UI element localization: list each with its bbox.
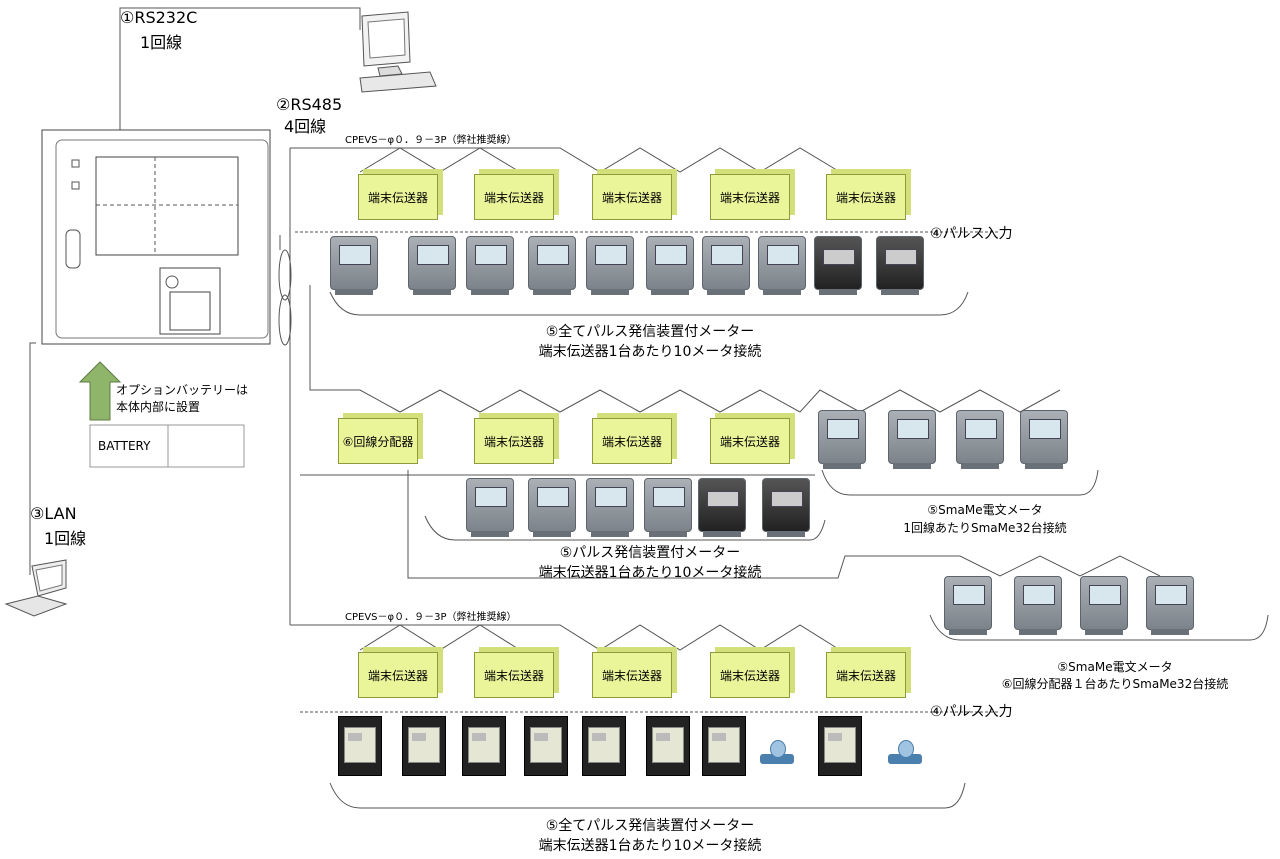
cable-label-bottom: CPEVS－φ０．９－3P（弊社推奨線）: [345, 612, 517, 623]
pulse-meter: [758, 236, 806, 295]
rs485-lines-label: 4回線: [284, 117, 327, 136]
rs485-label: ②RS485: [276, 95, 343, 114]
smame-meter: [888, 410, 936, 469]
water-meter-icon: [888, 740, 922, 774]
terminal-transmitter: 端末伝送器: [826, 652, 906, 698]
pulse-breaker-meter: [646, 716, 690, 776]
smame1-note-2: 1回線あたりSmaMe32台接続: [903, 521, 1067, 535]
lan-label: ③LAN: [30, 504, 77, 523]
pulse-meter: [586, 236, 634, 295]
pulse-meter-dark: [762, 478, 810, 537]
terminal-transmitter: 端末伝送器: [474, 418, 554, 464]
pulse-meter: [702, 236, 750, 295]
up-arrow-icon: [78, 361, 122, 421]
terminal-transmitter: 端末伝送器: [474, 174, 554, 220]
pulse-breaker-meter: [582, 716, 626, 776]
pulse-breaker-meter: [524, 716, 568, 776]
pulse-breaker-meter: [702, 716, 746, 776]
terminal-transmitter: 端末伝送器: [826, 174, 906, 220]
row1-note-1: ⑤全てパルス発信装置付メーター: [545, 324, 755, 340]
row3-note-2: 端末伝送器1台あたり10メータ接続: [538, 838, 762, 854]
monitor-icon: [359, 11, 437, 93]
pulse-input-label-top: ④パルス入力: [930, 226, 1013, 242]
row2-note-2: 端末伝送器1台あたり10メータ接続: [538, 565, 762, 581]
terminal-transmitter: 端末伝送器: [592, 652, 672, 698]
smame2-note-1: ⑤SmaMe電文メータ: [1057, 660, 1173, 674]
pulse-meter: [646, 236, 694, 295]
smame-meter: [1146, 576, 1194, 635]
smame-meter: [1014, 576, 1062, 635]
row1-note-2: 端末伝送器1台あたり10メータ接続: [538, 344, 762, 360]
smame-meter: [944, 576, 992, 635]
smame1-note-1: ⑤SmaMe電文メータ: [927, 503, 1043, 517]
terminal-transmitter: 端末伝送器: [710, 418, 790, 464]
pulse-breaker-meter: [338, 716, 382, 776]
pulse-meter-dark: [698, 478, 746, 537]
battery-note-1: オプションバッテリーは: [116, 383, 249, 397]
pulse-meter: [528, 478, 576, 537]
pulse-meter-dark: [814, 236, 862, 295]
smame-meter: [818, 410, 866, 469]
pulse-meter-dark: [876, 236, 924, 295]
terminal-transmitter: 端末伝送器: [358, 174, 438, 220]
pulse-breaker-meter: [462, 716, 506, 776]
pulse-breaker-meter: [402, 716, 446, 776]
pulse-breaker-meter: [818, 716, 862, 776]
smame-meter: [1020, 410, 1068, 469]
terminal-transmitter: 端末伝送器: [710, 174, 790, 220]
row3-note-1: ⑤全てパルス発信装置付メーター: [545, 818, 755, 834]
rs232c-label: ①RS232C: [120, 8, 198, 27]
battery-label: BATTERY: [98, 439, 151, 453]
terminal-transmitter: 端末伝送器: [710, 652, 790, 698]
row2-note-1: ⑤パルス発信装置付メーター: [559, 545, 741, 561]
smame-meter: [1080, 576, 1128, 635]
pulse-meter: [408, 236, 456, 295]
water-meter-icon: [760, 740, 794, 774]
terminal-transmitter: 端末伝送器: [592, 418, 672, 464]
battery-note-2: 本体内部に設置: [116, 400, 201, 414]
lan-lines-label: 1回線: [44, 529, 87, 548]
cable-label-top: CPEVS－φ０．９－3P（弊社推奨線）: [345, 135, 517, 146]
pulse-meter: [586, 478, 634, 537]
pulse-meter: [330, 236, 378, 295]
rs232c-lines-label: 1回線: [140, 33, 183, 52]
terminal-transmitter: 端末伝送器: [358, 652, 438, 698]
pulse-meter: [528, 236, 576, 295]
smame-meter: [956, 410, 1004, 469]
pulse-meter: [644, 478, 692, 537]
terminal-transmitter: 端末伝送器: [592, 174, 672, 220]
pulse-input-label-bottom: ④パルス入力: [930, 704, 1013, 720]
pulse-meter: [466, 478, 514, 537]
smame2-note-2: ⑥回線分配器１台あたりSmaMe32台接続: [1001, 677, 1229, 691]
laptop-icon: [4, 559, 68, 617]
pulse-meter: [466, 236, 514, 295]
terminal-transmitter: 端末伝送器: [474, 652, 554, 698]
line-distributor: ⑥回線分配器: [338, 418, 418, 464]
